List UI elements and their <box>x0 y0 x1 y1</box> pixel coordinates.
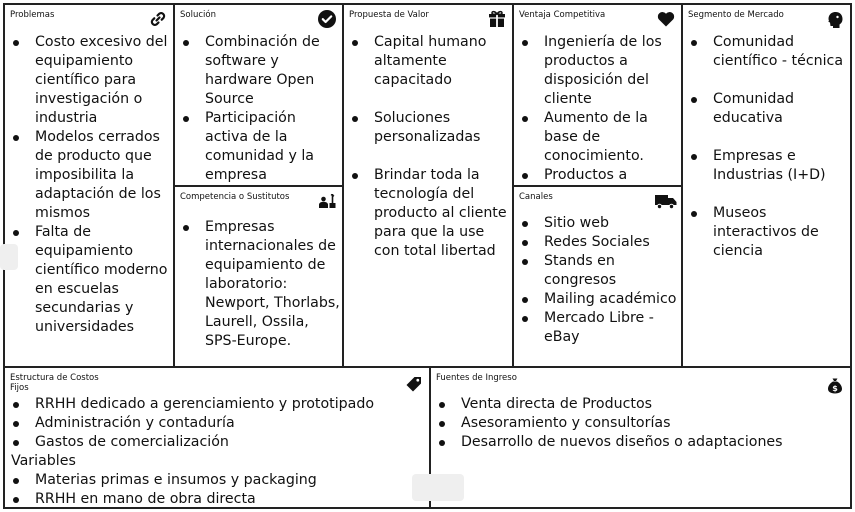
list-item: Empresas internacionales de equipamiento… <box>179 218 341 351</box>
costos-fijos-list: RRHH dedicado a gerenciamiento y prototi… <box>9 395 429 452</box>
costos-title: Estructura de Costos <box>10 373 99 383</box>
svg-text:$: $ <box>832 384 838 393</box>
ventaja-block: Ventaja Competitiva Ingeniería de los pr… <box>512 3 683 187</box>
list-item: Ingeniería de los productos a disposició… <box>518 33 680 109</box>
list-item: Empresas e Industrias (I+D) <box>687 147 849 185</box>
competencia-title: Competencia o Sustitutos <box>180 192 290 202</box>
list-item: Mailing académico <box>518 290 680 309</box>
costos-variables-list: Materias primas e insumos y packaging RR… <box>9 471 429 507</box>
propuesta-block: Propuesta de Valor Capital humano altame… <box>342 3 514 368</box>
list-item: Aumento de la base de conocimiento. <box>518 109 680 166</box>
list-item: Materias primas e insumos y packaging <box>9 471 429 490</box>
list-item: Falta de equipamiento científico moderno… <box>9 223 173 337</box>
list-item: Modelos cerrados de producto que imposib… <box>9 128 173 223</box>
segmento-list: Comunidad científico - técnica Comunidad… <box>687 33 849 261</box>
list-item: Soluciones personalizadas <box>348 109 512 147</box>
list-item: Mercado Libre - eBay <box>518 309 680 347</box>
list-item: Comunidad científico - técnica <box>687 33 849 71</box>
list-item: Gastos de comercialización <box>9 433 429 452</box>
solucion-block: Solución Combinación de software y hardw… <box>173 3 344 187</box>
worker-icon <box>317 191 337 211</box>
list-item: Costo excesivo del equipamiento científi… <box>9 33 173 128</box>
ingresos-title: Fuentes de Ingreso <box>436 373 517 383</box>
list-item: Combinación de software y hardware Open … <box>179 33 341 109</box>
placeholder-shape <box>0 244 18 270</box>
list-item: Participación activa de la comunidad y l… <box>179 109 341 185</box>
gift-icon <box>487 9 507 29</box>
list-item: Asesoramiento y consultorías <box>435 414 849 433</box>
costos-block: Estructura de Costos Fijos RRHH dedicado… <box>3 366 431 509</box>
problemas-title: Problemas <box>10 10 55 20</box>
problemas-block: Problemas Costo excesivo del equipamient… <box>3 3 175 368</box>
canales-title: Canales <box>519 192 553 202</box>
problemas-list: Costo excesivo del equipamiento científi… <box>9 33 173 337</box>
segmento-block: Segmento de Mercado Comunidad científico… <box>681 3 852 368</box>
list-item: Redes Sociales <box>518 233 680 252</box>
list-item: RRHH dedicado a gerenciamiento y prototi… <box>9 395 429 414</box>
costos-variables-label: Variables <box>11 453 76 469</box>
list-item: Venta directa de Productos <box>435 395 849 414</box>
solucion-list: Combinación de software y hardware Open … <box>179 33 341 185</box>
tag-icon <box>404 374 424 394</box>
list-item: Stands en congresos <box>518 252 680 290</box>
list-item: Desarrollo de nuevos diseños o adaptacio… <box>435 433 849 452</box>
propuesta-title: Propuesta de Valor <box>349 10 429 20</box>
link-icon <box>148 9 168 29</box>
propuesta-list: Capital humano altamente capacitado Solu… <box>348 33 512 261</box>
competencia-list: Empresas internacionales de equipamiento… <box>179 218 341 351</box>
canales-block: Canales Sitio web Redes Sociales Stands … <box>512 185 683 368</box>
money-bag-icon: $ <box>825 375 845 395</box>
check-circle-icon <box>317 9 337 29</box>
ingresos-block: Fuentes de Ingreso $ Venta directa de Pr… <box>429 366 852 509</box>
truck-icon <box>654 191 678 211</box>
list-item: Capital humano altamente capacitado <box>348 33 512 90</box>
ingresos-list: Venta directa de Productos Asesoramiento… <box>435 395 849 452</box>
costos-fijos-label: Fijos <box>10 383 29 393</box>
ventaja-title: Ventaja Competitiva <box>519 10 606 20</box>
canales-list: Sitio web Redes Sociales Stands en congr… <box>518 214 680 347</box>
list-item: Productos a medida <box>518 166 680 185</box>
list-item: Sitio web <box>518 214 680 233</box>
segmento-title: Segmento de Mercado <box>688 10 784 20</box>
list-item: Brindar toda la tecnología del producto … <box>348 166 512 261</box>
list-item: RRHH en mano de obra directa <box>9 490 429 507</box>
competencia-block: Competencia o Sustitutos Empresas intern… <box>173 185 344 368</box>
solucion-title: Solución <box>180 10 216 20</box>
list-item: Comunidad educativa <box>687 90 849 128</box>
ventaja-list: Ingeniería de los productos a disposició… <box>518 33 680 185</box>
list-item: Administración y contaduría <box>9 414 429 433</box>
heart-icon <box>656 9 676 29</box>
placeholder-shape <box>412 474 464 501</box>
list-item: Museos interactivos de ciencia <box>687 204 849 261</box>
head-icon <box>825 9 845 29</box>
